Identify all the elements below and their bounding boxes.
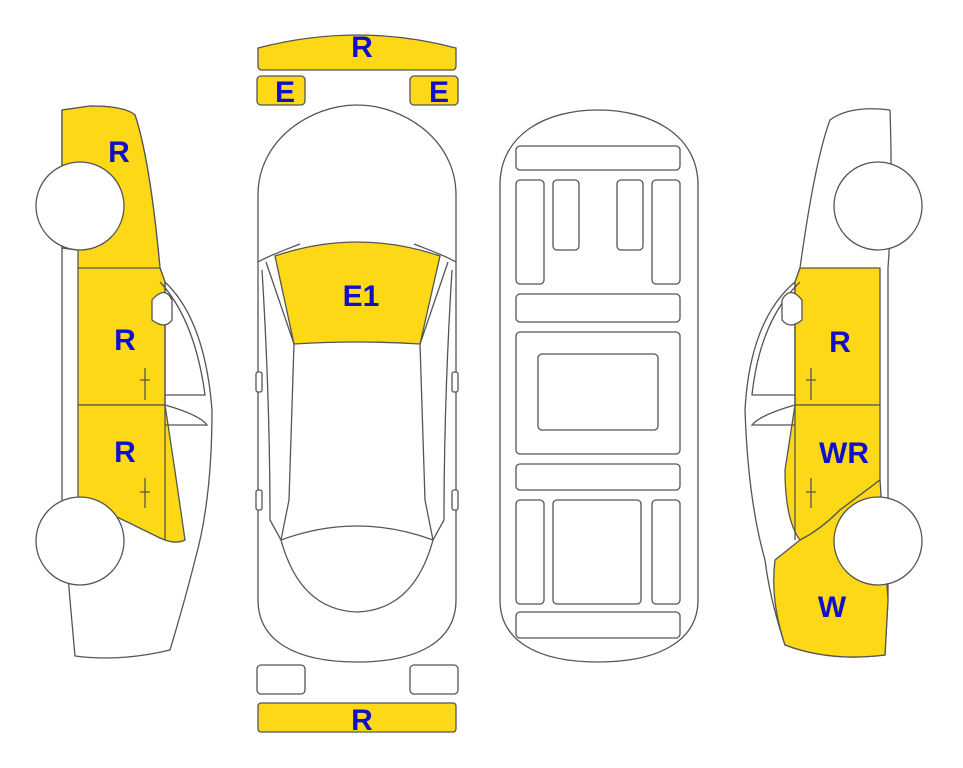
label-windshield: E1 (343, 280, 380, 313)
right-front-wheel[interactable] (833, 161, 923, 251)
label-right-rear-fender: W (818, 591, 847, 624)
rear-bumper[interactable] (257, 702, 457, 733)
right-headlight[interactable] (409, 75, 459, 106)
car-left-side-view (35, 105, 213, 659)
left-taillight[interactable] (256, 664, 306, 695)
label-right-front-door: R (829, 326, 851, 359)
label-front-bumper: R (351, 31, 373, 64)
damage-labels: R E E E1 R R R R R WR W (108, 31, 869, 737)
left-front-wheel[interactable] (35, 496, 125, 586)
label-left-rear-fender: R (108, 136, 130, 169)
label-left-front-door: R (114, 436, 136, 469)
label-right-headlight: E (429, 76, 449, 109)
car-right-side-view (744, 108, 923, 658)
right-rear-wheel[interactable] (833, 496, 923, 586)
right-taillight[interactable] (409, 664, 459, 695)
label-left-rear-door: R (114, 324, 136, 357)
label-rear-bumper: R (351, 704, 373, 737)
label-right-rear-door: WR (819, 437, 869, 470)
front-bumper[interactable] (257, 34, 457, 71)
windshield[interactable] (274, 241, 441, 345)
car-underbody-view (499, 109, 699, 663)
left-rear-wheel[interactable] (35, 161, 125, 251)
label-left-headlight: E (275, 76, 295, 109)
car-top-body (257, 104, 457, 663)
left-headlight[interactable] (256, 75, 306, 106)
car-top-view (255, 34, 459, 733)
